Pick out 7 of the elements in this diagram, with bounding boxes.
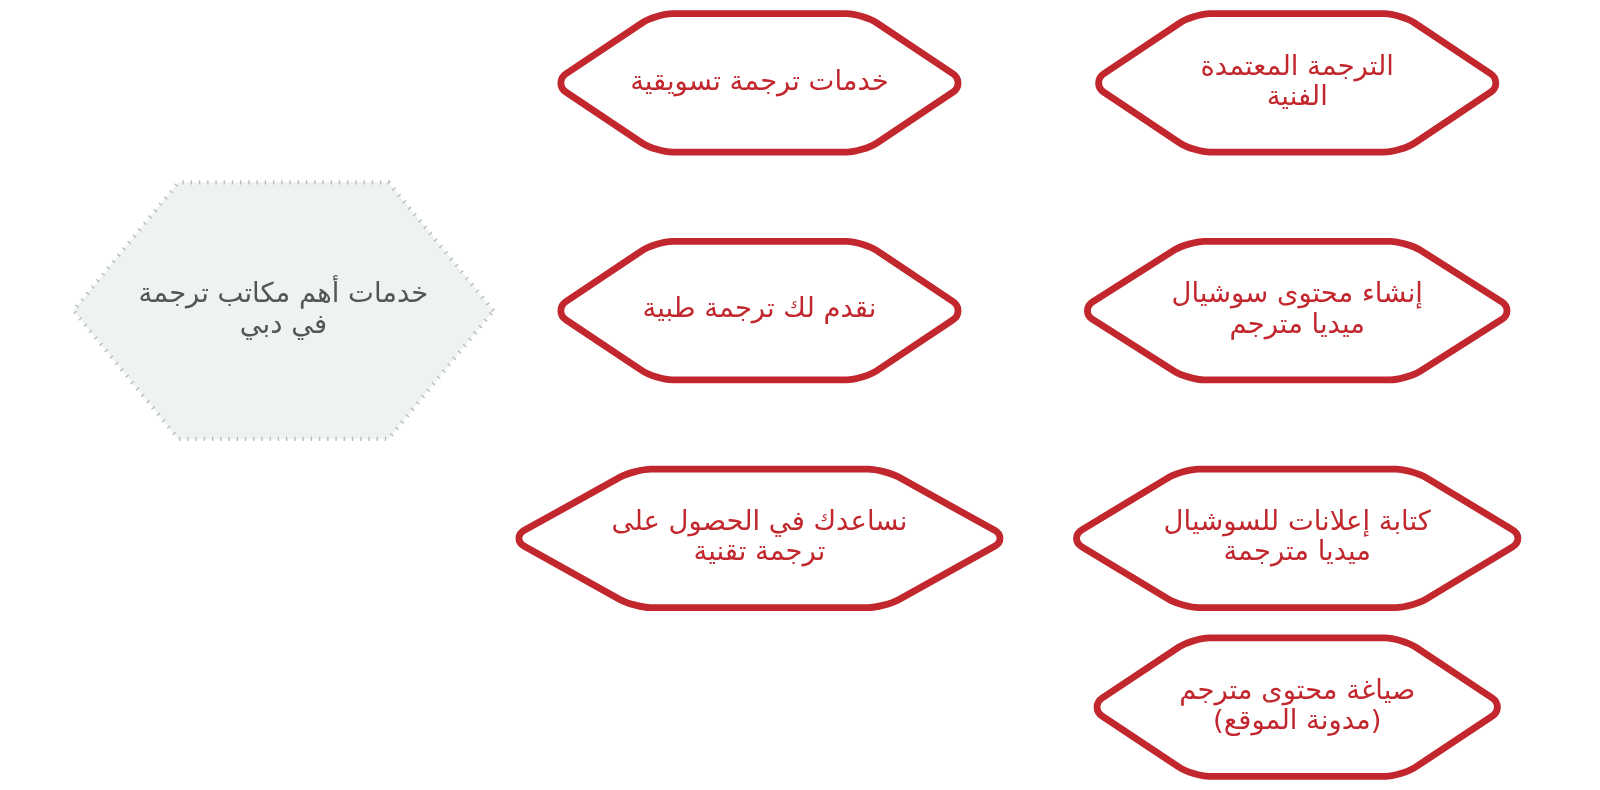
node-ellipse: نساعدك في الحصول على ترجمة تقنية <box>515 465 1004 612</box>
node-ellipse: الترجمة المعتمدة الفنية <box>1095 10 1500 156</box>
node-ellipse: نقدم لك ترجمة طبية <box>557 237 962 384</box>
node-ellipse: كتابة إعلانات للسوشيال ميديا مترجمة <box>1073 465 1522 612</box>
node-ellipse: صياغة محتوى مترجم (مدونة الموقع) <box>1093 634 1501 780</box>
node-ellipse: خدمات ترجمة تسويقية <box>557 10 962 156</box>
node-ellipse: إنشاء محتوى سوشيال ميديا مترجم <box>1084 237 1511 384</box>
